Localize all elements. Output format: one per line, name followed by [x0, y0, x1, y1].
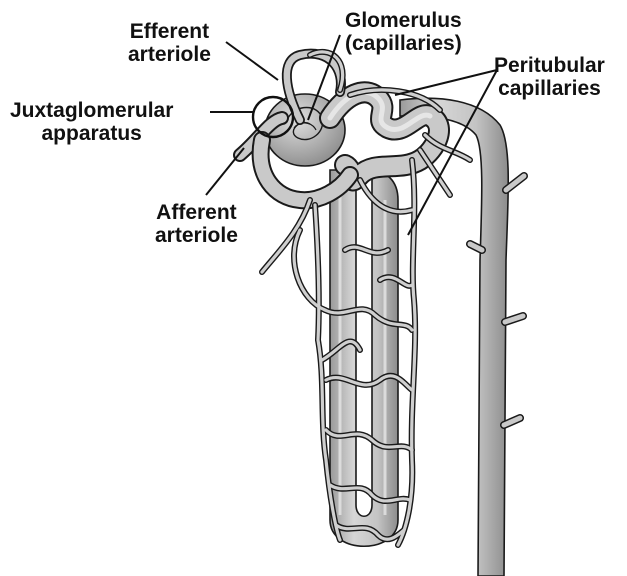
label-afferent-line2: arteriole	[155, 224, 238, 247]
label-efferent-line2: arteriole	[128, 43, 211, 66]
label-peritubular-line2: capillaries	[494, 77, 605, 100]
label-peritubular-line1: Peritubular	[494, 54, 605, 77]
label-efferent-arteriole: Efferent arteriole	[128, 20, 211, 66]
label-juxtaglomerular-line1: Juxtaglomerular	[10, 99, 173, 122]
label-peritubular-capillaries: Peritubular capillaries	[494, 54, 605, 100]
label-glomerulus-line2: (capillaries)	[345, 32, 462, 55]
peritubular-leader-line-1	[395, 70, 497, 95]
label-glomerulus-line1: Glomerulus	[345, 9, 462, 32]
efferent-leader-line	[226, 42, 278, 80]
label-afferent-arteriole: Afferent arteriole	[155, 201, 238, 247]
label-juxtaglomerular-line2: apparatus	[10, 122, 173, 145]
afferent-leader-line	[206, 148, 244, 195]
label-afferent-line1: Afferent	[155, 201, 238, 224]
label-glomerulus: Glomerulus (capillaries)	[345, 9, 462, 55]
label-efferent-line1: Efferent	[128, 20, 211, 43]
label-juxtaglomerular-apparatus: Juxtaglomerular apparatus	[10, 99, 173, 145]
